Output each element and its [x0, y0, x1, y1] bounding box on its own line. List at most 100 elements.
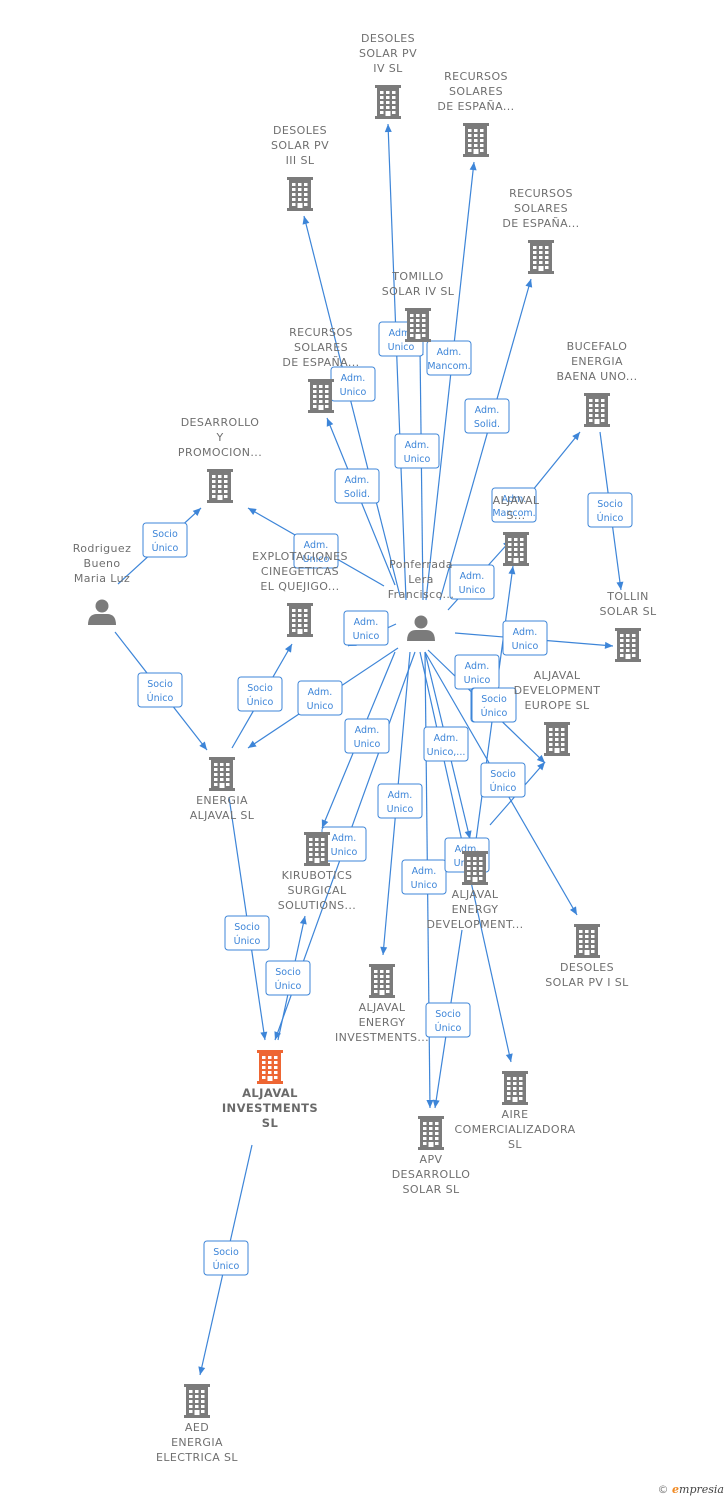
relation-tag-box[interactable] [142, 522, 188, 558]
relation-tag-box[interactable] [293, 533, 339, 569]
relation-tag-box[interactable] [480, 762, 526, 798]
relation-tag-box[interactable] [334, 468, 380, 504]
relation-tag-line: Socio [597, 499, 623, 510]
relation-tag-box[interactable] [471, 687, 517, 723]
copyright-symbol: © [657, 1483, 669, 1496]
relation-tag-line: Adm. [412, 866, 437, 877]
relation-tag-box[interactable] [449, 564, 495, 600]
building-icon [287, 177, 313, 211]
relation-tag-box[interactable] [425, 1002, 471, 1038]
relation-tag-box[interactable] [502, 620, 548, 656]
relation-tag-box[interactable] [297, 680, 343, 716]
relation-tag[interactable]: Adm.Unico [454, 654, 500, 690]
node-aljaval-energy-inv[interactable]: ALJAVALENERGYINVESTMENTS... [335, 964, 429, 1044]
relation-tag-line: Unico [464, 675, 491, 686]
relation-tag[interactable]: Adm.Unico [401, 859, 447, 895]
relation-tag-box[interactable] [203, 1240, 249, 1276]
relation-tag-line: Unico,... [427, 747, 466, 758]
node-ponferrada[interactable]: PonferradaLeraFrancisco... [388, 558, 454, 641]
node-label: ALJAVAL [242, 1086, 298, 1100]
node-label: RECURSOS [509, 187, 573, 200]
relation-tag[interactable]: Adm.Unico [394, 433, 440, 469]
relation-tag-box[interactable] [224, 915, 270, 951]
node-label: APV [420, 1153, 443, 1166]
relation-tag[interactable]: Adm.Unico [343, 610, 389, 646]
node-label: DESOLES [560, 961, 614, 974]
building-icon [375, 85, 401, 119]
relation-tag[interactable]: Adm.Mancom. [426, 340, 472, 376]
relation-tag[interactable]: Adm.Unico [502, 620, 548, 656]
node-label: SL [262, 1116, 279, 1130]
building-icon [615, 628, 641, 662]
relation-tag-box[interactable] [394, 433, 440, 469]
node-kirubotics[interactable]: KIRUBOTICSSURGICALSOLUTIONS... [278, 832, 356, 912]
relation-tag[interactable]: Adm.Unico [293, 533, 339, 569]
node-label: AIRE [502, 1108, 529, 1121]
building-icon [287, 603, 313, 637]
relation-tag[interactable]: Adm.Solid. [334, 468, 380, 504]
relation-tag-box[interactable] [464, 398, 510, 434]
relation-tag[interactable]: Adm.Unico [377, 783, 423, 819]
node-label: INVESTMENTS [222, 1101, 318, 1115]
node-label: ALJAVAL [359, 1001, 406, 1014]
relation-tag[interactable]: Adm.Unico [330, 366, 376, 402]
relation-tag-box[interactable] [344, 718, 390, 754]
building-icon [544, 722, 570, 756]
relation-tag-box[interactable] [587, 492, 633, 528]
relation-tag-box[interactable] [401, 859, 447, 895]
relation-tag[interactable]: Adm.Unico [449, 564, 495, 600]
relation-tag-box[interactable] [237, 676, 283, 712]
relation-tag[interactable]: Adm.Unico [297, 680, 343, 716]
relation-tag-line: Unico [340, 387, 367, 398]
relation-tag-box[interactable] [137, 672, 183, 708]
node-desarrollo[interactable]: DESARROLLOYPROMOCION... [178, 416, 262, 503]
relation-tag-box[interactable] [377, 783, 423, 819]
building-icon [209, 757, 235, 791]
relation-tag-box[interactable] [491, 487, 537, 523]
node-aljaval-energy-dev[interactable]: ALJAVALENERGYDEVELOPMENT... [426, 851, 523, 931]
relation-tag-box[interactable] [265, 960, 311, 996]
arrowhead [505, 1053, 513, 1062]
relation-tag-line: Adm. [355, 725, 380, 736]
relation-tag[interactable]: Adm.Solid. [464, 398, 510, 434]
relation-tag-box[interactable] [343, 610, 389, 646]
relation-tag[interactable]: Adm.Unico,... [423, 726, 469, 762]
node-aljaval-s[interactable]: ALJAVALS... [493, 494, 540, 566]
node-label: RECURSOS [444, 70, 508, 83]
relation-tag[interactable]: Adm.Mancom. [491, 487, 537, 523]
relation-tag[interactable]: Adm.Unico [344, 718, 390, 754]
relation-tag-box[interactable] [426, 340, 472, 376]
node-label: Bueno [84, 557, 121, 570]
relation-tag-line: Adm. [513, 627, 538, 638]
building-icon [462, 851, 488, 885]
building-icon [257, 1050, 283, 1084]
relation-tag-box[interactable] [423, 726, 469, 762]
